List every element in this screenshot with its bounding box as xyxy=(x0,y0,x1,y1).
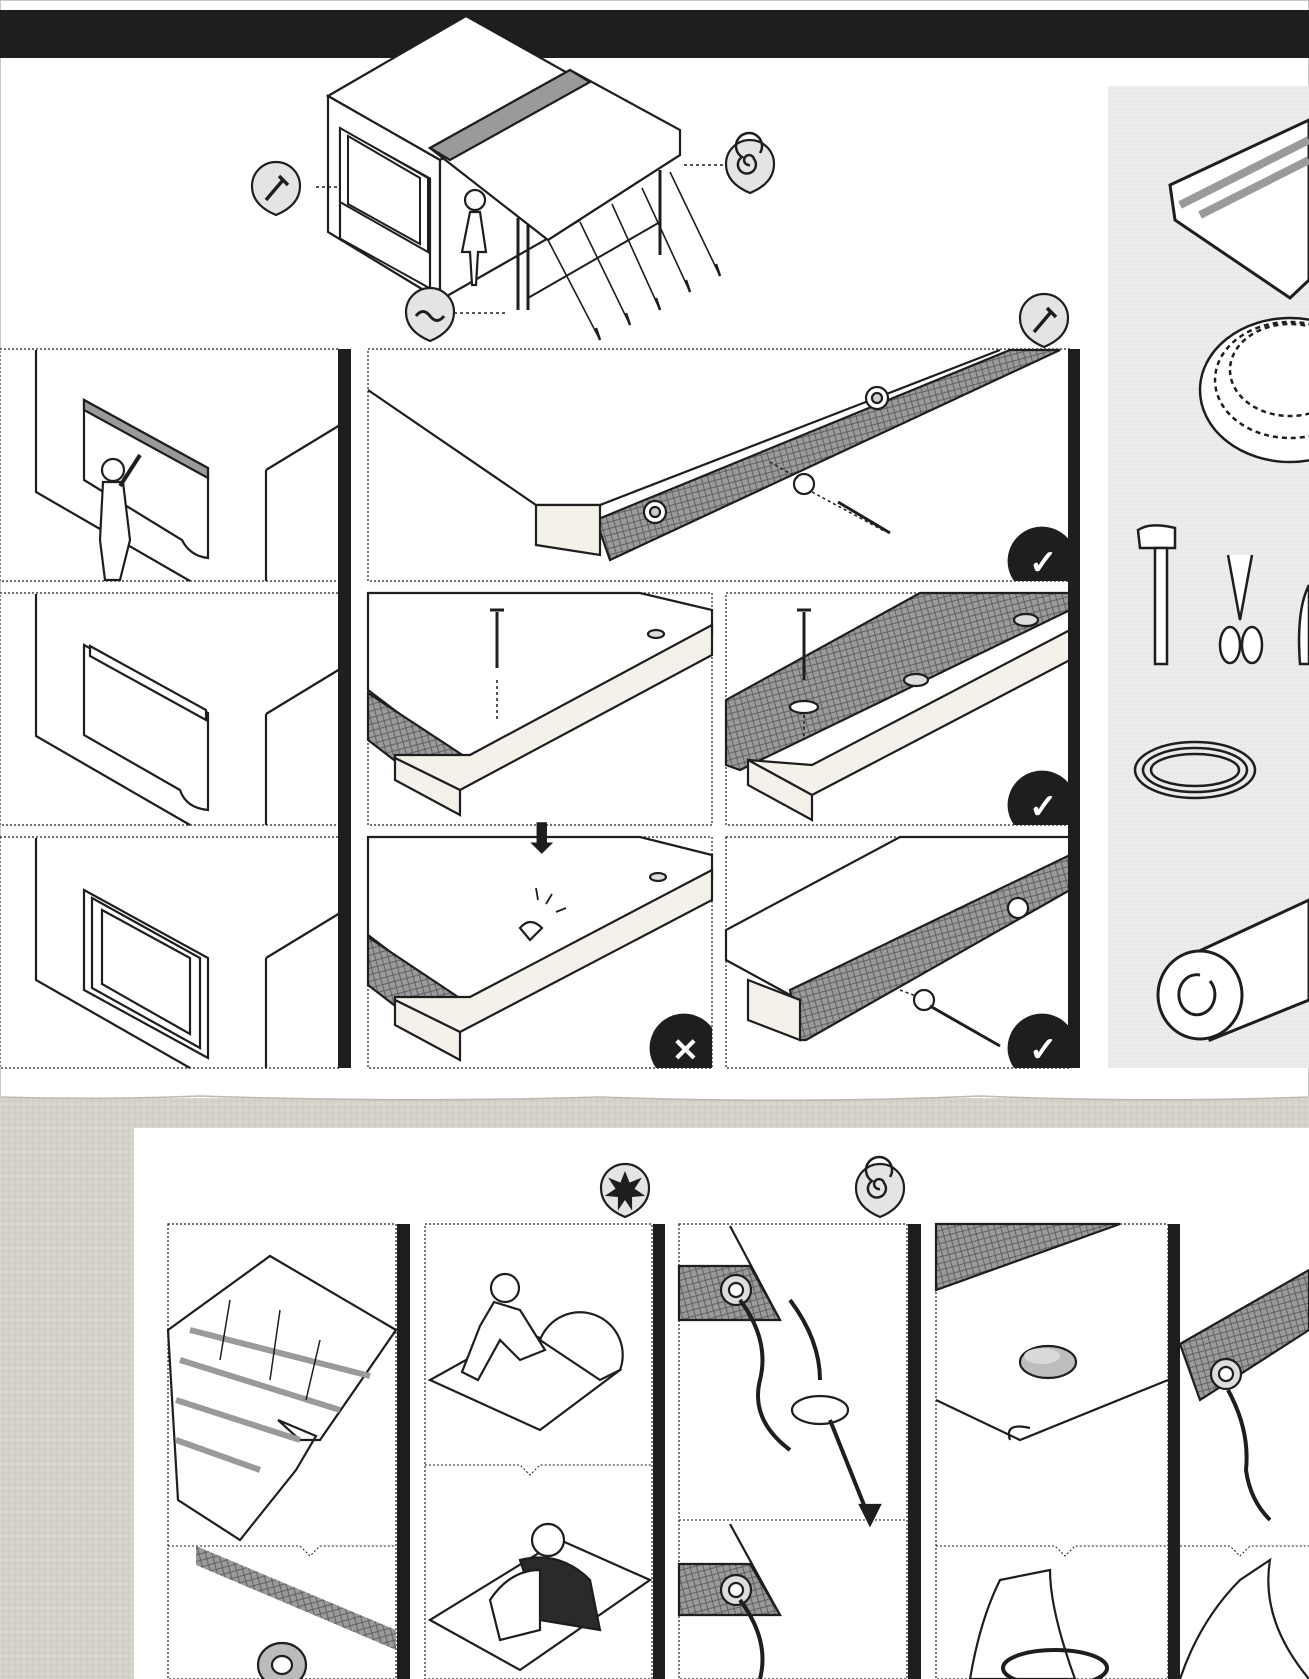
left-column xyxy=(0,348,351,1069)
scissors-icon xyxy=(1218,554,1264,665)
rolled-tarp-icon xyxy=(1156,898,1309,1042)
rope-coil-icon xyxy=(1198,316,1309,464)
nail-callout xyxy=(250,160,302,217)
svg-text:✕: ✕ xyxy=(672,1032,699,1068)
column-unfold-tarp xyxy=(166,1223,410,1679)
spiral-callout xyxy=(854,1155,906,1219)
wave-icon xyxy=(414,310,446,322)
status-correct: ✓ xyxy=(1007,1013,1070,1069)
status-correct: ✓ xyxy=(1007,770,1070,826)
column-divider xyxy=(338,349,351,1068)
status-correct: ✓ xyxy=(1007,526,1070,582)
step-frame-window xyxy=(0,836,341,1069)
folded-tarp-icon xyxy=(1168,118,1309,300)
step-tarp-tears: ⬇ xyxy=(366,817,714,1069)
spiral-icon xyxy=(864,1155,894,1199)
hammer-icon xyxy=(1136,524,1177,666)
column-roll-tarp xyxy=(424,1223,665,1679)
step-fold-over-beam xyxy=(367,348,1071,582)
nail-icon xyxy=(264,174,290,202)
step-batten-top xyxy=(0,592,341,826)
nail-icon xyxy=(1032,306,1058,334)
column-tie-grommet xyxy=(677,1223,921,1679)
svg-text:✓: ✓ xyxy=(1029,1031,1058,1069)
star-callout xyxy=(599,1162,651,1219)
hero-shelter-illustration xyxy=(316,14,725,341)
materials-panel xyxy=(1108,86,1309,1068)
wave-callout xyxy=(404,286,456,343)
down-arrow-icon: ⬇ xyxy=(525,817,559,861)
svg-text:✓: ✓ xyxy=(1029,544,1058,582)
bottom-sheet xyxy=(134,1128,1309,1679)
step-attach-top-strip xyxy=(0,348,341,582)
svg-text:✓: ✓ xyxy=(1029,788,1058,826)
column-grommet-rope xyxy=(1178,1224,1309,1679)
nail-section-callout xyxy=(1018,292,1070,349)
column-stone-tie xyxy=(934,1222,1180,1679)
star-icon xyxy=(604,1171,646,1211)
title-bar xyxy=(0,10,1309,58)
step-nail-no-washer xyxy=(366,591,714,826)
step-nail-with-washer xyxy=(724,591,1072,826)
nail-section: ✓ xyxy=(366,348,1080,1069)
column-divider xyxy=(1068,349,1080,1068)
pliers-icon xyxy=(1297,584,1309,666)
spiral-callout xyxy=(724,131,776,195)
step-washer-edge xyxy=(724,835,1072,1069)
spiral-icon xyxy=(734,131,764,175)
status-wrong: ✕ xyxy=(649,1013,712,1068)
wire-coil-icon xyxy=(1133,740,1257,800)
